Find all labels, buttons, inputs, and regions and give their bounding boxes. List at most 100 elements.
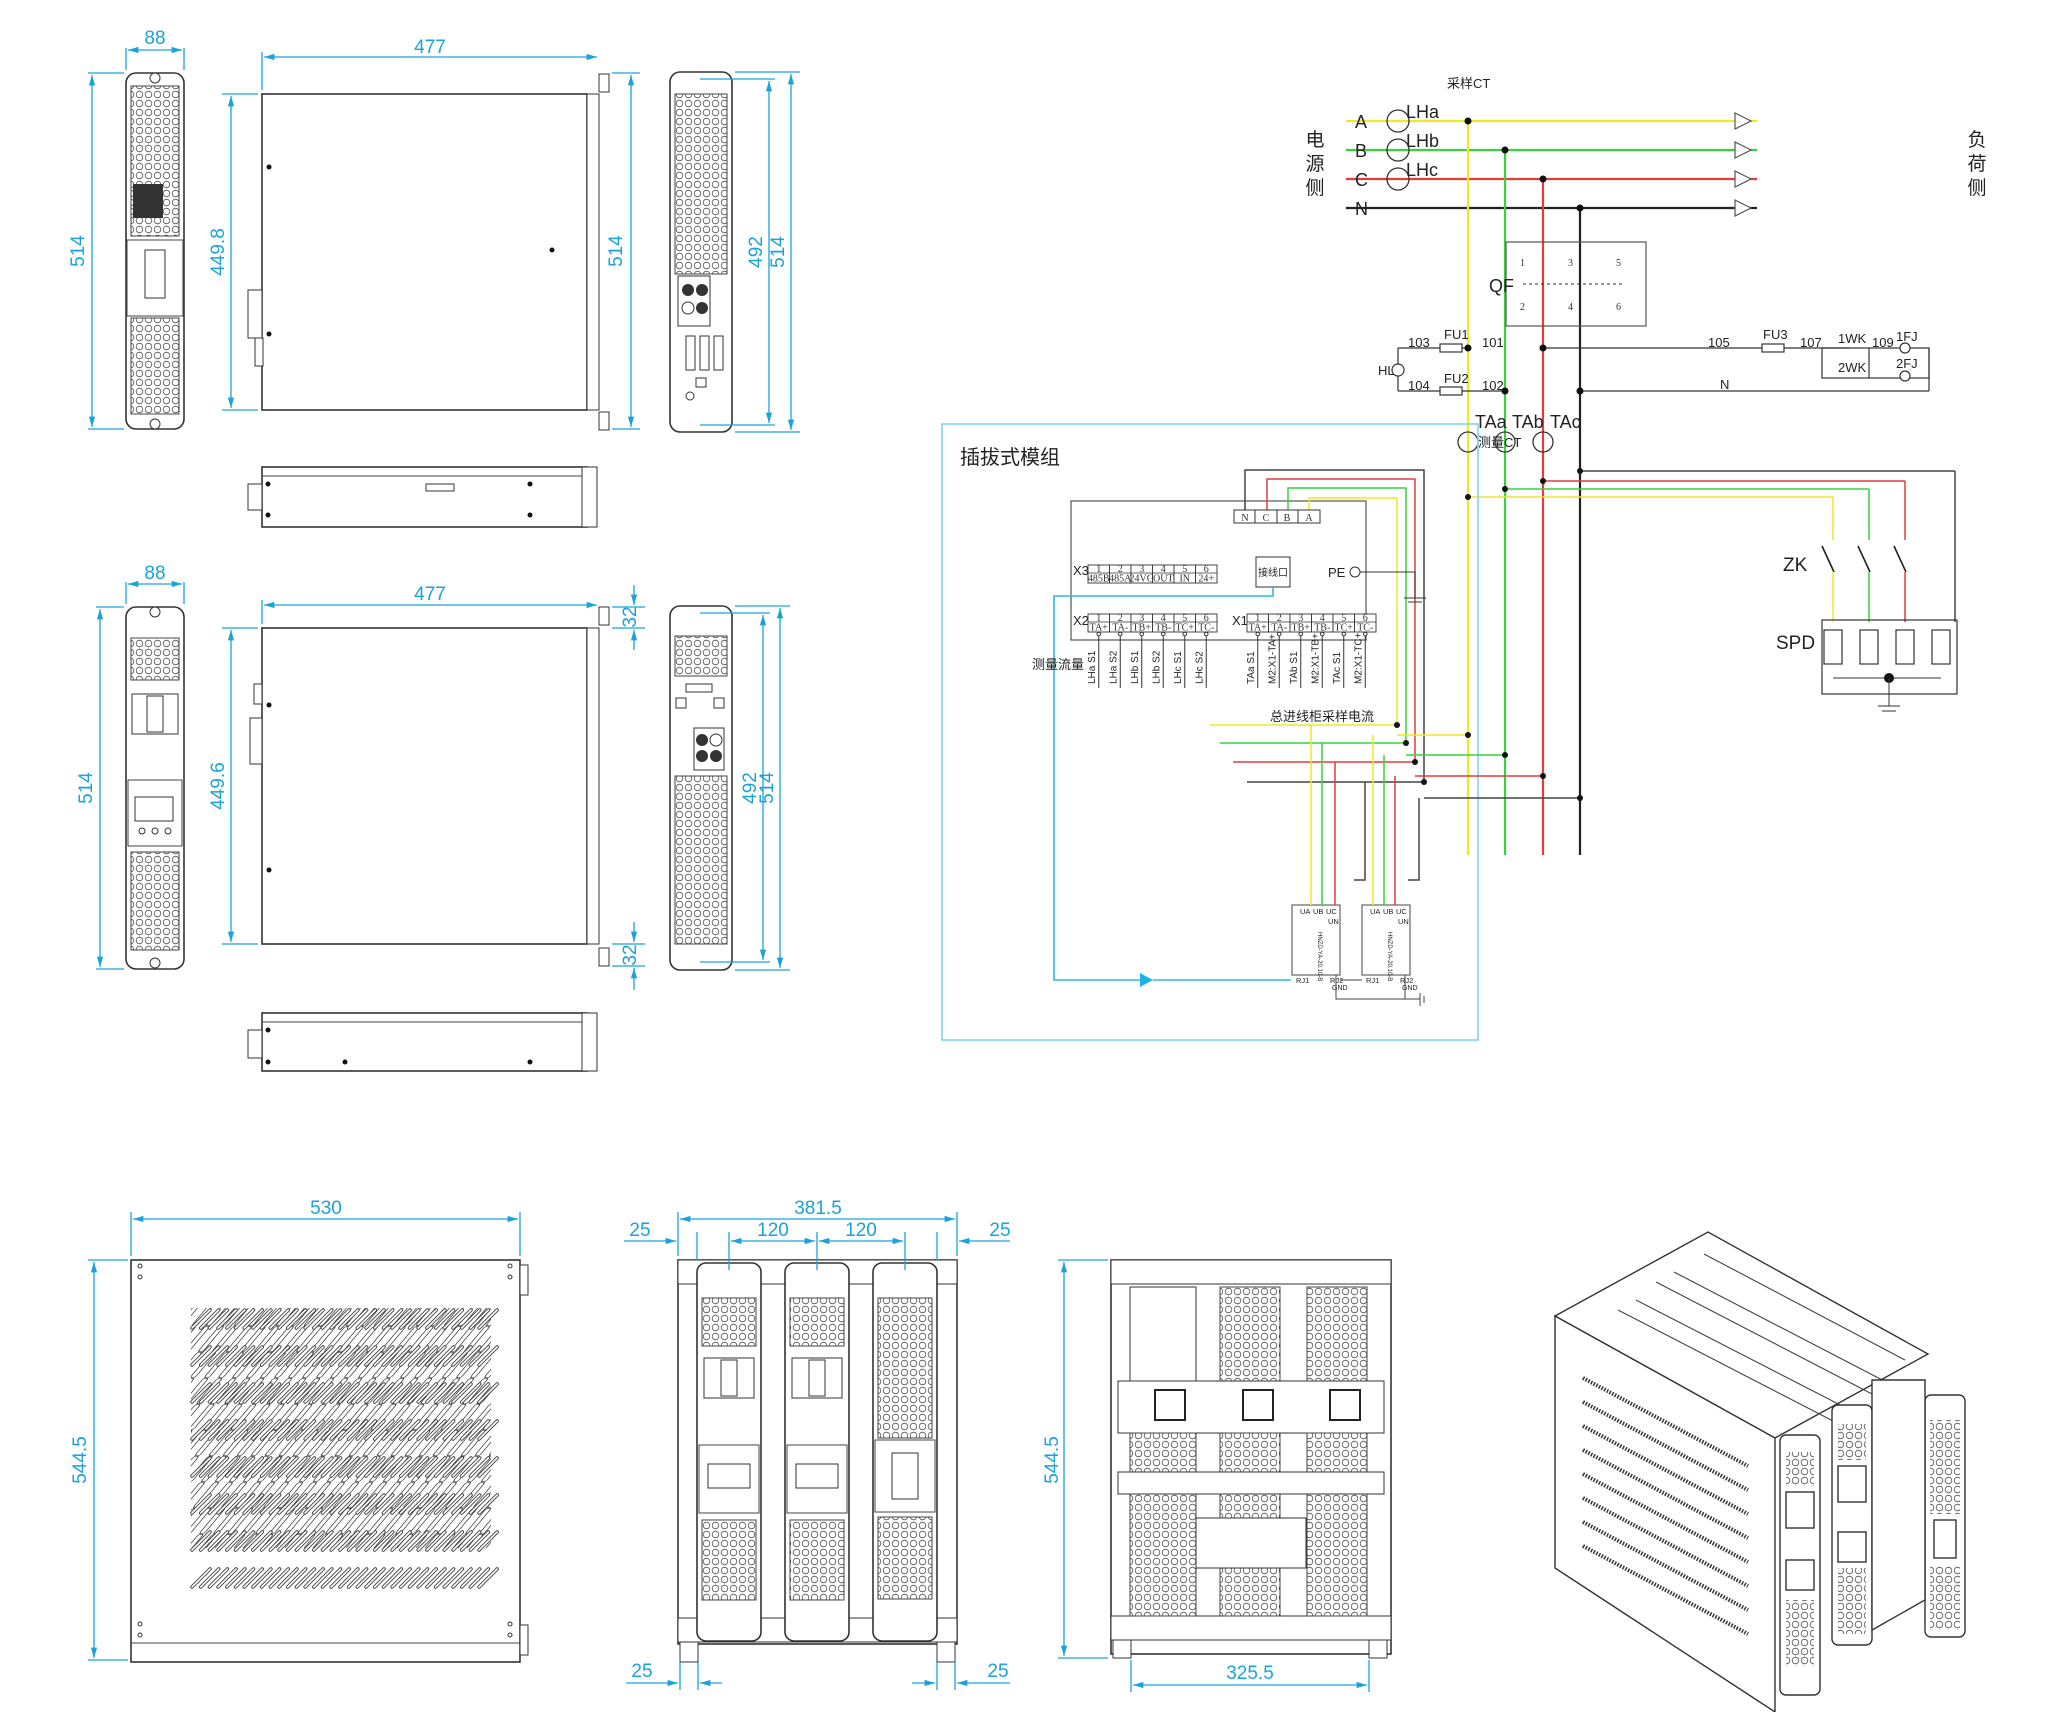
front-module-1 <box>696 1262 762 1642</box>
x2-terminal-number: 1 <box>1096 613 1101 624</box>
louver-row <box>190 1382 499 1404</box>
svg-text:侧: 侧 <box>1305 177 1324 199</box>
ct-lead-label: M2:X1-TB+ <box>1310 633 1321 684</box>
louver-row <box>190 1345 499 1367</box>
zk-label: ZK <box>1783 555 1808 576</box>
svg-text:接线口: 接线口 <box>1258 566 1288 579</box>
x1-terminal-number: 5 <box>1341 613 1346 624</box>
iso-louver-row <box>1582 1544 1749 1636</box>
svg-text:103: 103 <box>1408 335 1430 350</box>
x1-terminal-name: TB- <box>1314 623 1330 634</box>
phase-label-n: N <box>1355 199 1368 219</box>
dim-margin-bottom-right: 25 <box>987 1661 1008 1682</box>
cabinet-rear-dims: 544.5 325.5 <box>1042 1259 1370 1692</box>
louver-row <box>190 1308 499 1330</box>
cabinet-isometric-view <box>1553 1231 1966 1712</box>
front-module-2 <box>784 1262 850 1642</box>
x3-terminal-name: IN <box>1179 574 1190 585</box>
breaker-qf <box>1505 241 1647 327</box>
phase-label-b: B <box>1355 141 1367 161</box>
iso-louver-row <box>1582 1424 1749 1516</box>
svg-text:HNZD-YA-20.10-B: HNZD-YA-20.10-B <box>1386 932 1392 981</box>
cabinet-rear-view <box>1110 1259 1392 1659</box>
svg-text:109: 109 <box>1872 335 1894 350</box>
comm-cable <box>1053 587 1274 981</box>
dim-handle-bottom: 32 <box>620 944 641 965</box>
module-a-front-dims: 88 514 <box>68 28 185 430</box>
svg-text:102: 102 <box>1482 378 1504 393</box>
svg-text:UC: UC <box>1396 907 1407 916</box>
x3-terminal-name: OUT <box>1153 574 1174 585</box>
louver-rows <box>190 1308 499 1589</box>
louver-row <box>190 1567 499 1589</box>
ct-lead-label: TAc S1 <box>1332 652 1343 684</box>
module-b-top-view <box>247 1012 598 1072</box>
iso-louver-row <box>1582 1520 1749 1612</box>
svg-text:HNZD-YA-20.10-B: HNZD-YA-20.10-B <box>1316 932 1322 981</box>
cabinet-side-dims: 530 544.5 <box>70 1198 521 1661</box>
load-arrows <box>1734 112 1753 217</box>
module-b-side-view <box>249 606 610 967</box>
phase-label-c: C <box>1355 170 1368 190</box>
rj45-port-icon <box>695 377 707 388</box>
sampling-ct-title: 采样CT <box>1447 76 1490 91</box>
x3-terminal-number: 4 <box>1161 564 1166 575</box>
ct-lead-label: M2:X1-TC+ <box>1353 632 1364 684</box>
svg-text:2WK: 2WK <box>1838 360 1867 375</box>
breaker-label: QF <box>1489 276 1514 296</box>
display-window <box>144 249 166 299</box>
cabinet-front-dims: 381.5 120 120 25 25 25 25 <box>624 1198 1011 1690</box>
x2-terminal-name: TB+ <box>1133 623 1152 634</box>
x1-terminal-number: 2 <box>1277 613 1282 624</box>
dim-front-height-b: 514 <box>76 772 97 804</box>
dim-pitch-1: 120 <box>757 1220 789 1241</box>
sampling-ct-icons <box>1386 109 1410 191</box>
x2-terminal-number: 6 <box>1204 613 1209 624</box>
lcd-display <box>134 796 174 822</box>
module-b-front-view <box>125 606 185 970</box>
svg-text:电: 电 <box>1305 129 1324 151</box>
svg-text:C: C <box>1263 513 1270 524</box>
iso-louver-row <box>1582 1448 1749 1540</box>
module-a-side-dims: 477 449.8 514 <box>208 37 640 430</box>
svg-text:104: 104 <box>1408 378 1430 393</box>
ct-label-lha: LHa <box>1406 102 1440 122</box>
svg-text:UB: UB <box>1313 907 1323 916</box>
svg-text:6: 6 <box>1616 302 1621 313</box>
svg-text:源: 源 <box>1305 153 1324 175</box>
svg-text:侧: 侧 <box>1967 177 1986 199</box>
meter-1: UA UB UC UN HNZD-YA-20.10-B RJ1 RJ2 GND <box>1291 725 1366 992</box>
dim-margin-top-right: 25 <box>989 1220 1010 1241</box>
x3-terminal-number: 6 <box>1204 564 1209 575</box>
x2-terminal-name: TC- <box>1198 623 1214 634</box>
svg-text:负: 负 <box>1967 129 1986 151</box>
dim-cabinet-width: 530 <box>310 1198 342 1219</box>
svg-text:RJ2: RJ2 <box>1330 976 1343 985</box>
source-side-label: 电 源 侧 <box>1305 129 1324 199</box>
ct-label-lhb: LHb <box>1406 131 1439 151</box>
svg-text:UA: UA <box>1370 907 1380 916</box>
louver-row <box>190 1493 499 1515</box>
module-a-front-view <box>125 72 185 430</box>
svg-text:UN: UN <box>1328 917 1339 926</box>
module-a-rear-dims: 492 514 <box>700 71 800 433</box>
x3-terminal-number: 3 <box>1139 564 1144 575</box>
x2-terminal-block: 1TA+2TA-3TB+4TB-5TC+6TC- <box>1087 613 1218 634</box>
dim-handle-top: 32 <box>620 606 641 627</box>
dim-front-width: 88 <box>144 28 165 49</box>
dim-front-width-b: 88 <box>144 563 165 584</box>
x3-terminal-number: 1 <box>1096 564 1101 575</box>
ct-label-lhc: LHc <box>1406 160 1438 180</box>
incoming-sampling-label: 总进线柜采样电流 <box>1270 709 1374 724</box>
module-a-side-view <box>247 73 610 431</box>
measure-flow-label: 测量流量 <box>1032 657 1084 672</box>
module-b-rear-view <box>669 605 733 971</box>
svg-text:X1: X1 <box>1232 613 1248 628</box>
svg-text:UB: UB <box>1383 907 1393 916</box>
svg-text:PE: PE <box>1328 565 1346 580</box>
x2-terminal-name: TA- <box>1112 623 1128 634</box>
svg-text:B: B <box>1284 513 1291 524</box>
x2-terminal-number: 4 <box>1161 613 1166 624</box>
